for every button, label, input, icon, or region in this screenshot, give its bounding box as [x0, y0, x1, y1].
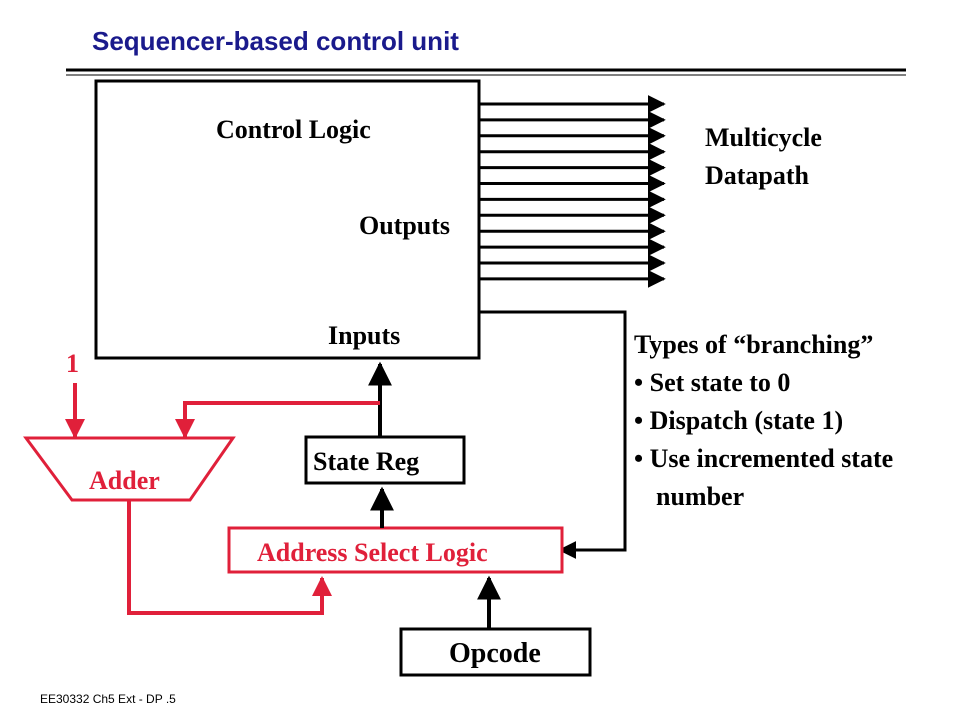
control-logic-label: Control Logic	[216, 115, 371, 144]
output-signal-arrows	[479, 95, 666, 288]
control-logic-box	[94, 79, 481, 360]
adder-to-address-select-wire	[127, 500, 332, 615]
adder-constant-one: 1	[66, 349, 79, 378]
datapath-label-line1: Multicycle	[705, 123, 822, 152]
branching-item-dispatch: • Dispatch (state 1)	[634, 406, 843, 435]
state-reg-label: State Reg	[313, 447, 419, 476]
address-select-logic-label: Address Select Logic	[257, 538, 488, 567]
outputs-label: Outputs	[359, 211, 450, 240]
datapath-label-line2: Datapath	[705, 161, 810, 190]
branching-item-set-state: • Set state to 0	[634, 368, 790, 397]
adder-label: Adder	[89, 466, 160, 495]
slide-title: Sequencer-based control unit	[92, 26, 459, 56]
branch-control-wire	[479, 310, 627, 559]
state-to-adder-wire	[175, 401, 380, 439]
opcode-box	[399, 627, 592, 677]
branching-item-increment-cont: number	[656, 482, 744, 511]
slide-footer: EE30332 Ch5 Ext - DP .5	[40, 692, 176, 706]
branching-heading: Types of “branching”	[634, 330, 873, 359]
opcode-label: Opcode	[449, 638, 541, 669]
inputs-label: Inputs	[328, 321, 400, 350]
address-select-logic-box	[227, 526, 564, 574]
branching-item-increment: • Use incremented state	[634, 444, 893, 473]
state-reg-box	[304, 435, 466, 485]
adder-shape	[23, 436, 236, 502]
